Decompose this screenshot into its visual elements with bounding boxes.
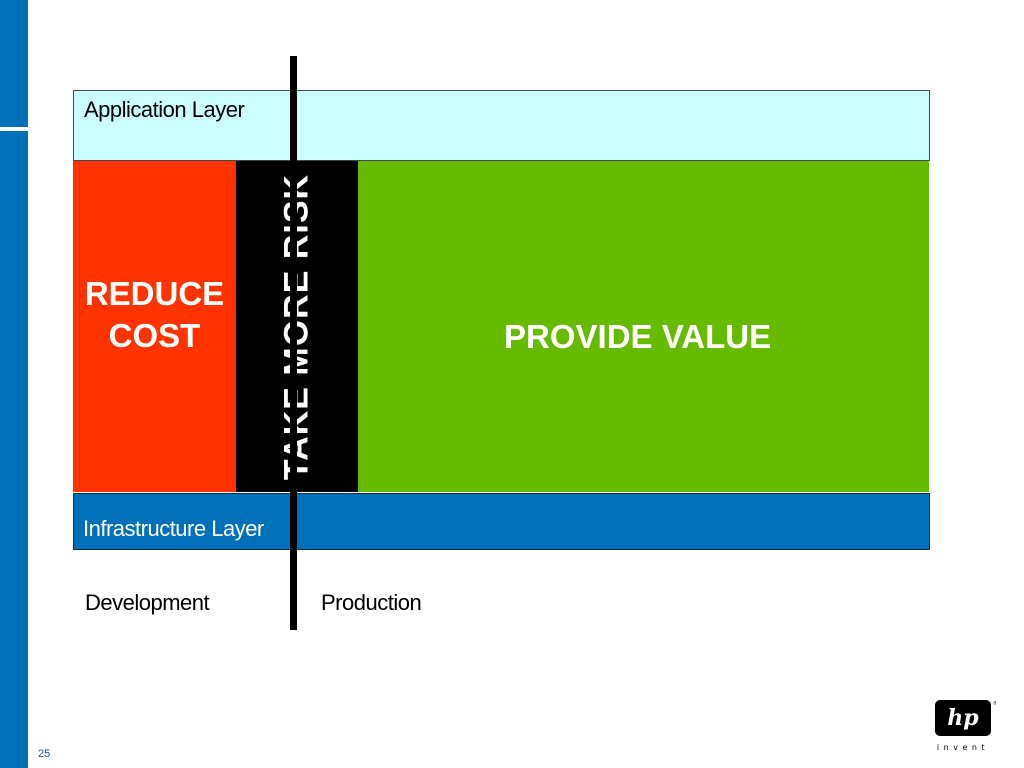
production-label: Production: [321, 590, 422, 615]
hp-logo-tagline: invent: [937, 743, 989, 752]
slide-side-bar: [0, 0, 28, 768]
side-bar-notch: [0, 127, 28, 131]
reduce-cost-label: REDUCE COST: [84, 274, 225, 354]
application-layer-band: Application Layer: [73, 90, 930, 161]
provide-value-box: PROVIDE VALUE: [358, 161, 929, 492]
take-more-risk-box: TAKE MORE RISK: [236, 161, 358, 492]
hp-logo-icon: hp ® invent: [935, 700, 998, 752]
development-label: Development: [85, 590, 210, 615]
svg-text:®: ®: [993, 700, 996, 707]
page-number: 25: [38, 748, 51, 760]
hp-invent-logo: hp ® invent: [934, 699, 998, 753]
infrastructure-layer-band: Infrastructure Layer: [73, 493, 930, 550]
provide-value-label: PROVIDE VALUE: [504, 318, 772, 355]
reduce-cost-box: REDUCE COST: [73, 161, 236, 492]
hp-logo-text: hp: [947, 705, 979, 731]
take-more-risk-label: TAKE MORE RISK: [278, 173, 317, 479]
infrastructure-layer-label: Infrastructure Layer: [83, 516, 264, 541]
application-layer-label: Application Layer: [84, 97, 245, 122]
dev-prod-divider: [290, 56, 297, 630]
